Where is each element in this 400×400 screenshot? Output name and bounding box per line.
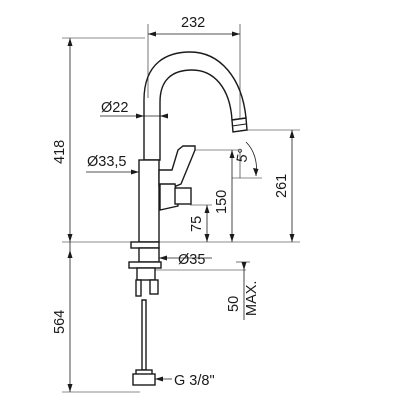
label-dia-22: Ø22: [101, 100, 128, 116]
label-564: 564: [52, 310, 68, 334]
mount-nut: [128, 261, 162, 269]
label-max: MAX.: [244, 281, 260, 316]
mount-shank: [138, 247, 160, 263]
fixing-rod-right: [149, 279, 159, 295]
label-thread: G 3/8": [174, 373, 215, 389]
hose-fitting-nut: [132, 373, 156, 386]
label-dia-35: Ø35: [178, 252, 205, 268]
label-232: 232: [181, 15, 205, 31]
label-418: 418: [52, 140, 68, 164]
fixing-rod-left: [135, 279, 142, 297]
lever-knob: [159, 183, 179, 211]
label-angle: 5°: [234, 147, 252, 163]
label-261: 261: [274, 174, 290, 198]
label-75: 75: [189, 216, 205, 232]
mount-body: [136, 267, 156, 281]
label-150: 150: [214, 190, 230, 214]
faucet-body: [128, 51, 248, 386]
spout-arc: [143, 51, 247, 161]
lever-cap: [174, 187, 192, 205]
base-plate: [130, 241, 160, 249]
label-dia-33-5: Ø33,5: [87, 154, 127, 170]
label-50: 50: [226, 296, 242, 312]
main-body: [138, 159, 160, 243]
lever-handle: [158, 145, 196, 187]
dimension-labels: 232 418 Ø22 Ø33,5 5° 261 150 75 Ø35 564 …: [52, 15, 290, 389]
dimension-lines: [67, 31, 295, 392]
flex-hose: [141, 299, 147, 371]
extension-lines: [62, 24, 300, 393]
